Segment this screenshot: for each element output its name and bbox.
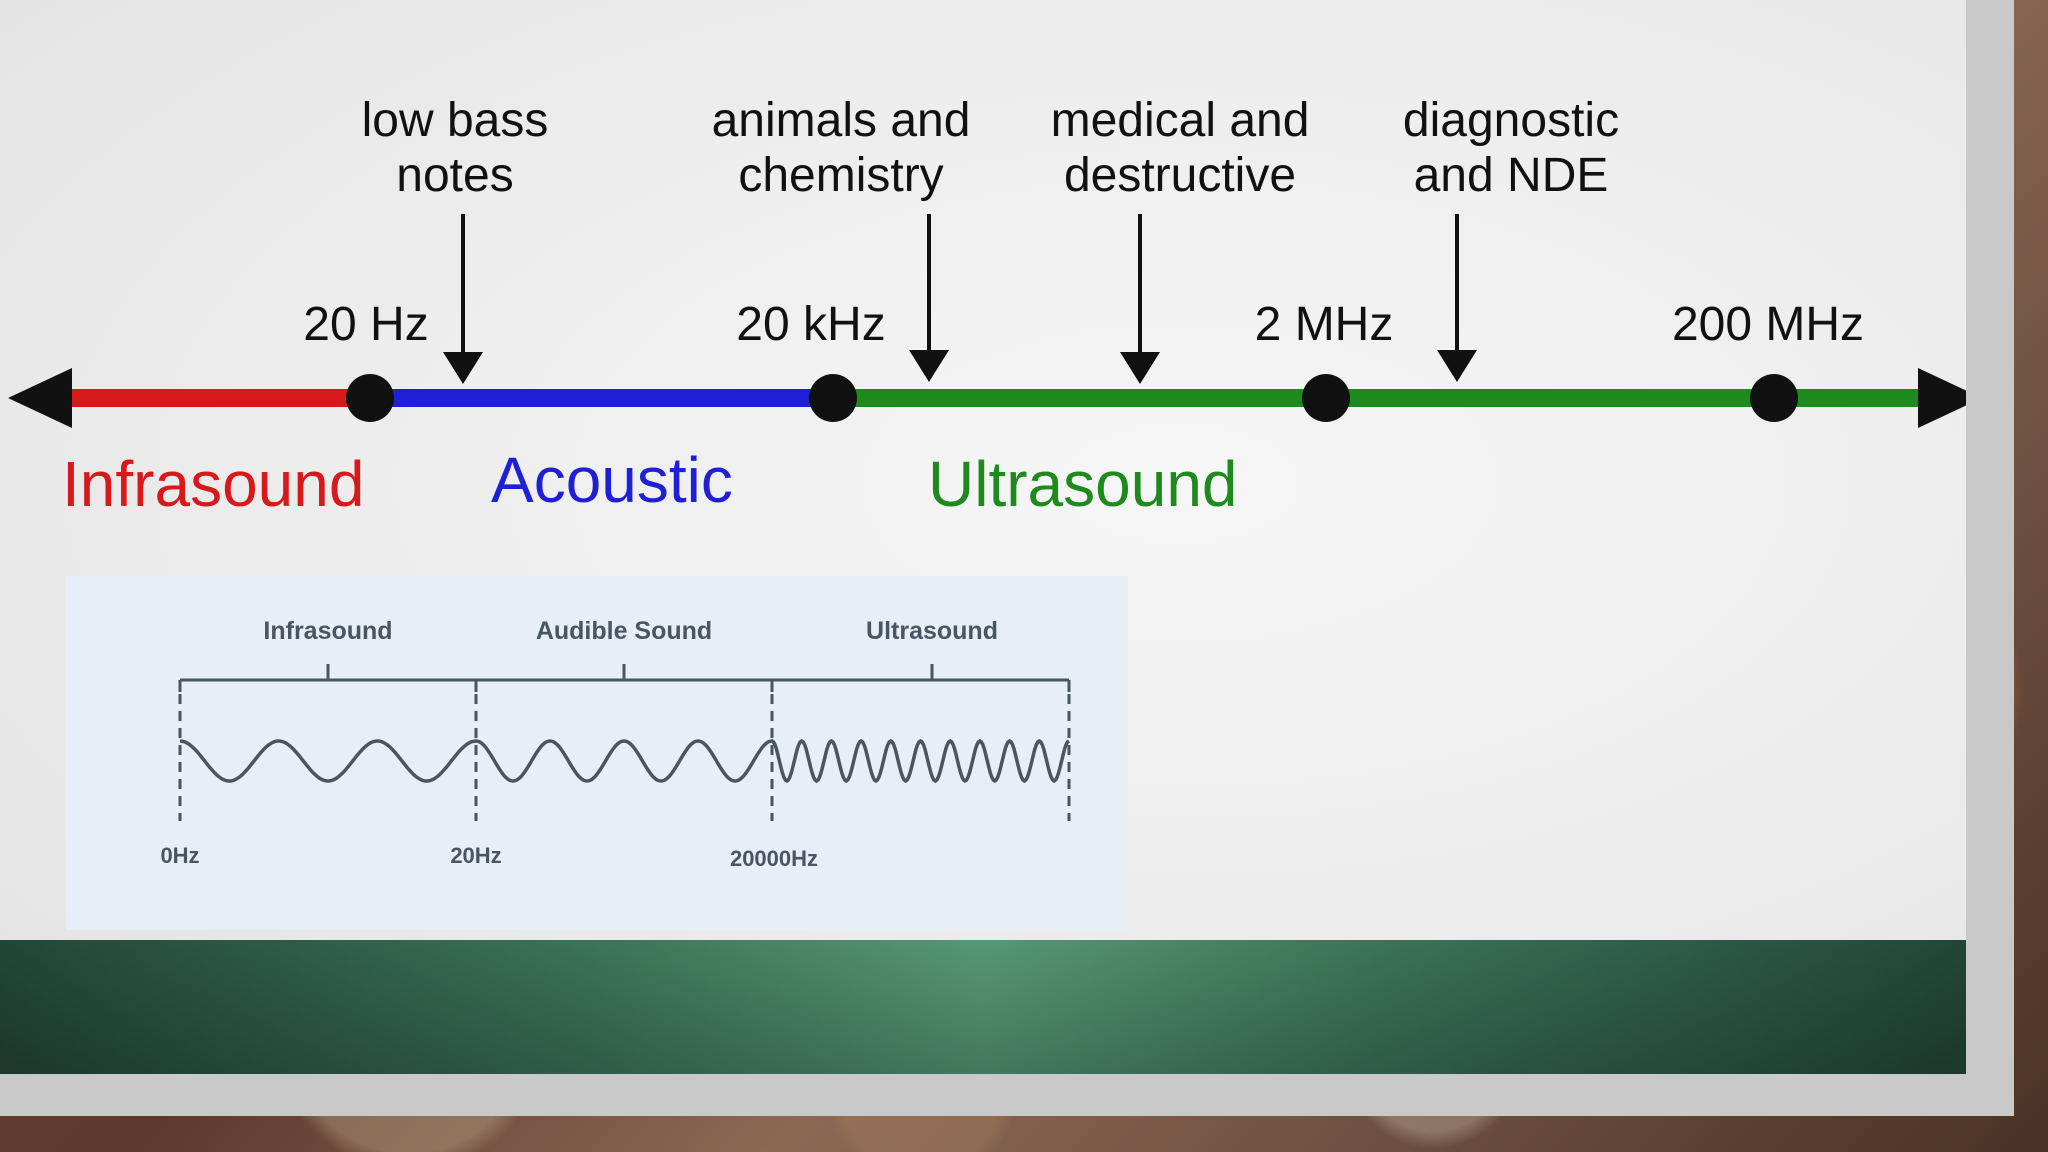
frequency-label: 200 MHz (1672, 298, 1864, 351)
application-label: destructive (1064, 149, 1296, 202)
inset-tick-label: 0Hz (160, 843, 199, 868)
band-name-infrasound: Infrasound (62, 448, 364, 520)
inset-band-label: Ultrasound (866, 617, 998, 645)
sound-wave (179, 738, 1070, 784)
application-label: chemistry (738, 149, 943, 202)
boundary-dot-20hz (346, 374, 394, 422)
pointer-arrow (1120, 214, 1160, 384)
range-bracket (178, 664, 1071, 692)
application-label: medical and (1051, 94, 1310, 147)
frequency-label: 20 Hz (303, 298, 428, 351)
boundary-dot-2mhz (1302, 374, 1350, 422)
footer-band (0, 940, 1966, 1074)
pointer-arrow (1437, 214, 1477, 382)
sound-range-illustration: Infrasound Audible Sound Ultrasound (66, 576, 1128, 930)
pointer-arrow (909, 214, 949, 382)
application-label: notes (396, 149, 513, 202)
application-label: animals and (712, 94, 971, 147)
right-arrowhead (1918, 368, 1966, 428)
inset-band-label: Infrasound (263, 617, 392, 645)
boundary-dot-20khz (809, 374, 857, 422)
band-name-acoustic: Acoustic (491, 444, 733, 516)
inset-tick-label: 20Hz (450, 843, 501, 868)
frequency-label: 2 MHz (1255, 298, 1394, 351)
range-dividers (178, 694, 1071, 821)
pointer-arrow (443, 214, 483, 384)
band-name-ultrasound: Ultrasound (928, 448, 1238, 520)
slide: 20 Hz 20 kHz 2 MHz 200 MHz low bass note… (0, 0, 1966, 1074)
frequency-label: 20 kHz (736, 298, 885, 351)
inset-tick-label: 20000Hz (730, 846, 818, 871)
frequency-spectrum-diagram: 20 Hz 20 kHz 2 MHz 200 MHz low bass note… (8, 94, 1966, 520)
footer-shade (0, 940, 1966, 1074)
inset-band-label: Audible Sound (536, 617, 712, 645)
application-label: and NDE (1414, 149, 1609, 202)
left-arrowhead (8, 368, 72, 428)
boundary-dot-200mhz (1750, 374, 1798, 422)
application-label: diagnostic (1403, 94, 1619, 147)
application-label: low bass (362, 94, 549, 147)
sound-wave-diagram: Infrasound Audible Sound Ultrasound (160, 617, 1071, 871)
